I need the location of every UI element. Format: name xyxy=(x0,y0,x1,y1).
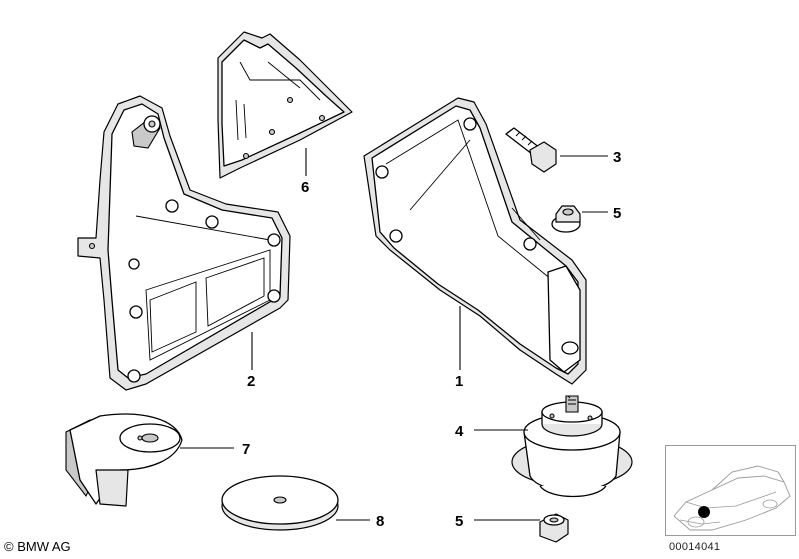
callout-2: 2 xyxy=(247,373,255,390)
part-5-nut-upper[interactable] xyxy=(551,205,581,233)
callout-5-upper: 5 xyxy=(613,205,621,222)
part-2-bracket[interactable] xyxy=(77,95,291,391)
callout-3: 3 xyxy=(613,149,621,166)
callout-7: 6 xyxy=(301,179,309,196)
part-6-heat-shield[interactable] xyxy=(65,413,183,507)
part-4-rubber-mount[interactable] xyxy=(511,395,633,498)
part-7-bracket[interactable] xyxy=(217,31,353,179)
copyright-text: © BMW AG xyxy=(4,539,71,554)
callout-4: 4 xyxy=(455,423,464,440)
location-marker-icon xyxy=(698,506,710,518)
callout-6: 7 xyxy=(242,441,250,458)
vehicle-locator-thumbnail[interactable] xyxy=(665,445,796,536)
callout-8: 8 xyxy=(376,513,384,530)
diagram-code: 00014041 xyxy=(669,541,721,553)
part-3-bolt[interactable] xyxy=(505,127,557,173)
part-1-engine-bracket[interactable] xyxy=(363,97,587,385)
callout-5-lower: 5 xyxy=(455,513,463,530)
callout-1: 1 xyxy=(455,373,463,390)
part-5-nut-lower[interactable] xyxy=(539,513,569,543)
part-8-disc[interactable] xyxy=(221,475,339,531)
car-outline-icon xyxy=(673,465,791,531)
